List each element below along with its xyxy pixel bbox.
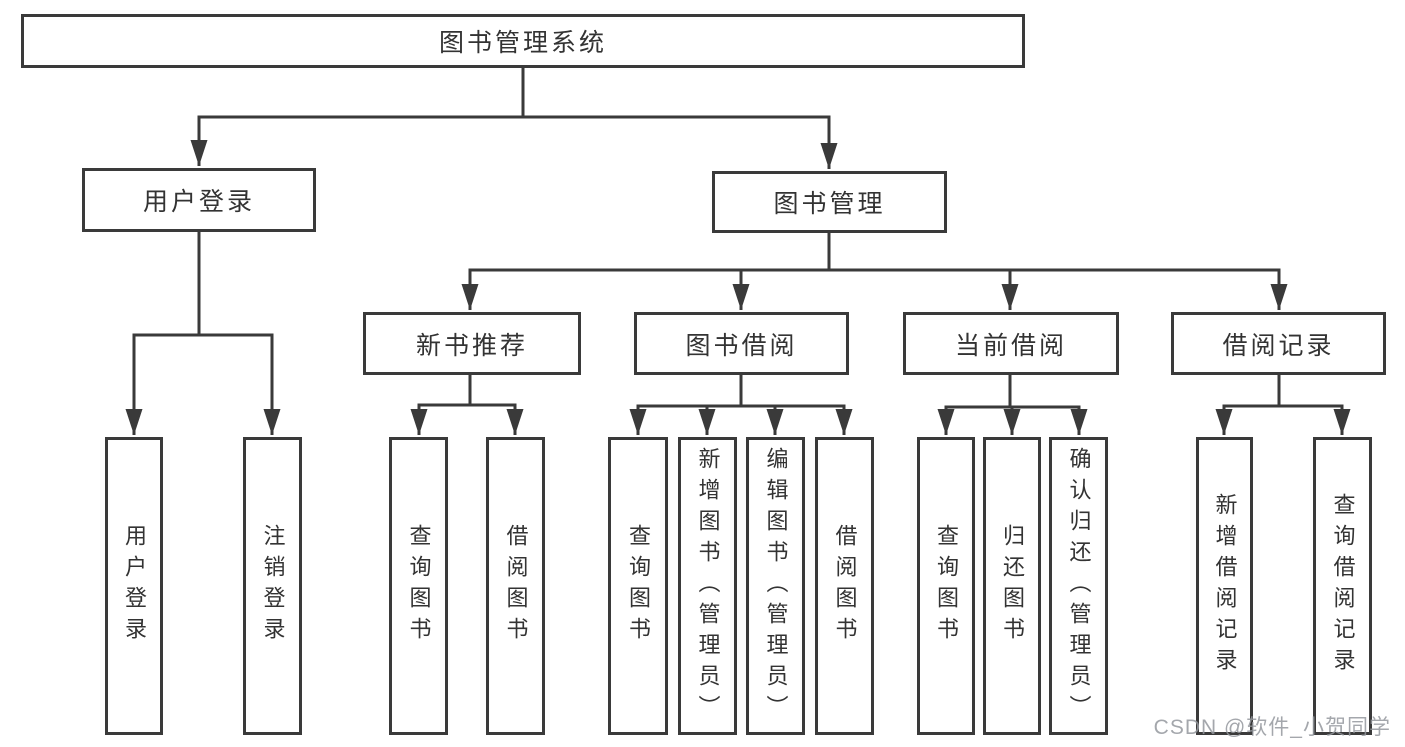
leaf-query-books-current: 查询图书 <box>917 437 975 735</box>
leaf-query-borrow-record: 查询借阅记录 <box>1313 437 1372 735</box>
node-label: 用户登录 <box>142 188 255 216</box>
node-label: 借阅记录 <box>1222 331 1335 360</box>
leaf-label: 借阅图书 <box>832 524 858 648</box>
leaf-label: 归还图书 <box>1000 524 1025 648</box>
node-label: 图书管理系统 <box>438 29 607 57</box>
leaf-label: 查询借阅记录 <box>1330 493 1356 679</box>
node-book-management: 图书管理 <box>712 171 947 233</box>
leaf-user-login: 用户登录 <box>105 437 163 735</box>
leaf-add-borrow-record: 新增借阅记录 <box>1196 437 1253 735</box>
leaf-query-books-borrowing: 查询图书 <box>608 437 668 735</box>
leaf-borrow-books-borrowing: 借阅图书 <box>815 437 874 735</box>
node-current-borrowing: 当前借阅 <box>903 312 1119 375</box>
node-label: 图书管理 <box>773 190 886 218</box>
leaf-label: 新增借阅记录 <box>1212 493 1238 679</box>
leaf-add-book-admin: 新增图书（管理员） <box>678 437 737 735</box>
leaf-query-books-recommend: 查询图书 <box>389 437 448 735</box>
leaf-label: 新增图书（管理员） <box>695 446 721 726</box>
leaf-label: 用户登录 <box>122 524 147 648</box>
leaf-confirm-return-admin: 确认归还（管理员） <box>1049 437 1108 735</box>
leaf-return-books: 归还图书 <box>983 437 1041 735</box>
leaf-label: 查询图书 <box>934 524 959 648</box>
node-label: 图书借阅 <box>685 331 798 360</box>
node-library-management-system: 图书管理系统 <box>21 14 1025 68</box>
node-user-login: 用户登录 <box>82 168 316 232</box>
leaf-label: 查询图书 <box>626 524 651 648</box>
leaf-label: 查询图书 <box>406 524 432 648</box>
leaf-label: 注销登录 <box>260 524 286 648</box>
node-borrowing-records: 借阅记录 <box>1171 312 1386 375</box>
leaf-label: 借阅图书 <box>503 524 529 648</box>
node-new-book-recommendation: 新书推荐 <box>363 312 581 375</box>
leaf-label: 确认归还（管理员） <box>1066 446 1092 726</box>
node-book-borrowing: 图书借阅 <box>634 312 849 375</box>
arrow-connectors <box>125 117 1351 435</box>
leaf-label: 编辑图书（管理员） <box>763 446 789 726</box>
plain-connector-segments <box>132 68 1344 409</box>
leaf-borrow-books-recommend: 借阅图书 <box>486 437 545 735</box>
watermark-text: CSDN @软件_小贺同学 <box>1153 716 1391 739</box>
node-label: 当前借阅 <box>954 331 1067 360</box>
node-label: 新书推荐 <box>415 331 528 360</box>
leaf-logout: 注销登录 <box>243 437 302 735</box>
leaf-edit-book-admin: 编辑图书（管理员） <box>746 437 805 735</box>
